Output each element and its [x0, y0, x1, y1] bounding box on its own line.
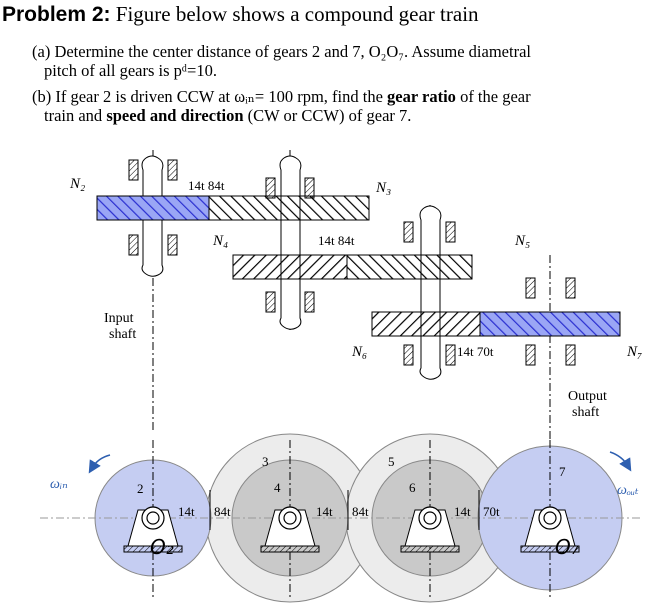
shaft-3-side	[265, 155, 315, 330]
pitch-lines	[209, 490, 480, 530]
label-n7: N₇	[626, 344, 642, 360]
shaft-hubs	[141, 506, 562, 530]
question-a: (a) Determine the center distance of gea…	[32, 42, 531, 80]
gear-5-bar	[346, 254, 473, 280]
gear-6-bar	[371, 311, 481, 337]
question-a-line2: pitch of all gears is pᵈ=10.	[44, 61, 217, 80]
label-gear-3: 3	[262, 454, 269, 469]
question-b-line1: (b) If gear 2 is driven CCW at ωᵢₙ= 100 …	[32, 87, 531, 106]
handwritten-o7: O₇	[555, 535, 579, 559]
label-output-shaft-2: shaft	[572, 405, 599, 420]
label-n2: N₂	[69, 176, 85, 192]
omega-in-arrow	[88, 454, 111, 474]
label-70t-front: 70t	[483, 504, 500, 519]
label-input-shaft-2: shaft	[109, 327, 136, 342]
label-n3: N₃	[375, 180, 391, 196]
label-14t-84t-upper: 14t 84t	[188, 178, 225, 193]
shaft-5-side	[403, 205, 456, 380]
label-n6: N₆	[351, 344, 367, 360]
label-input-shaft-1: Input	[104, 311, 134, 326]
problem-title: Problem 2: Figure below shows a compound…	[2, 2, 479, 26]
label-14t-84t-middle: 14t 84t	[318, 233, 355, 248]
label-omega-out: ωₒᵤₜ	[617, 483, 639, 498]
label-n5: N₅	[514, 233, 530, 249]
label-14t-70t: 14t 70t	[457, 344, 494, 359]
question-b-line2: train and speed and direction (CW or CCW…	[44, 106, 412, 125]
label-14t-front-1: 14t	[178, 504, 195, 519]
label-14t-front-2: 14t	[316, 504, 333, 519]
shaft-7-side	[525, 277, 576, 366]
label-gear-2: 2	[137, 481, 144, 496]
gear-3-bar	[208, 195, 370, 221]
label-output-shaft-1: Output	[568, 389, 607, 404]
gear-7-bar	[479, 311, 621, 337]
label-n4: N₄	[212, 233, 228, 249]
label-omega-in: ωᵢₙ	[50, 477, 68, 492]
label-gear-7: 7	[559, 464, 566, 479]
label-84t-front-2: 84t	[352, 504, 369, 519]
label-gear-6: 6	[409, 480, 416, 495]
gear-4-bar	[232, 254, 348, 280]
label-14t-front-3: 14t	[454, 504, 471, 519]
question-b: (b) If gear 2 is driven CCW at ωᵢₙ= 100 …	[32, 87, 531, 125]
shaft-centerlines	[152, 150, 551, 440]
label-gear-4: 4	[274, 480, 281, 495]
omega-out-arrow	[609, 451, 632, 472]
label-84t-front-1: 84t	[214, 504, 231, 519]
question-a-line1: (a) Determine the center distance of gea…	[32, 42, 531, 61]
handwritten-o2: O₂	[150, 535, 174, 559]
label-gear-5: 5	[388, 454, 395, 469]
gear-2-bar	[96, 195, 210, 221]
